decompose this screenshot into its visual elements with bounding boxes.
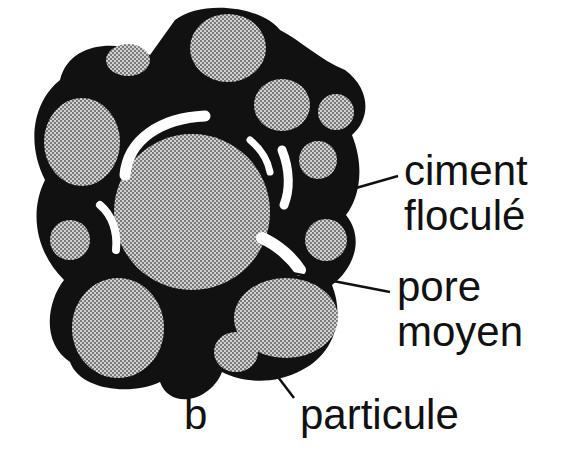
leader-lines <box>262 176 398 398</box>
figure-letter: b <box>184 392 224 437</box>
label-text: particule <box>300 392 530 437</box>
particles <box>44 14 354 378</box>
label-text: ciment floculé <box>404 148 572 238</box>
pores <box>100 116 300 270</box>
cement-matrix <box>34 8 365 400</box>
label-text: pore moyen <box>397 264 547 354</box>
